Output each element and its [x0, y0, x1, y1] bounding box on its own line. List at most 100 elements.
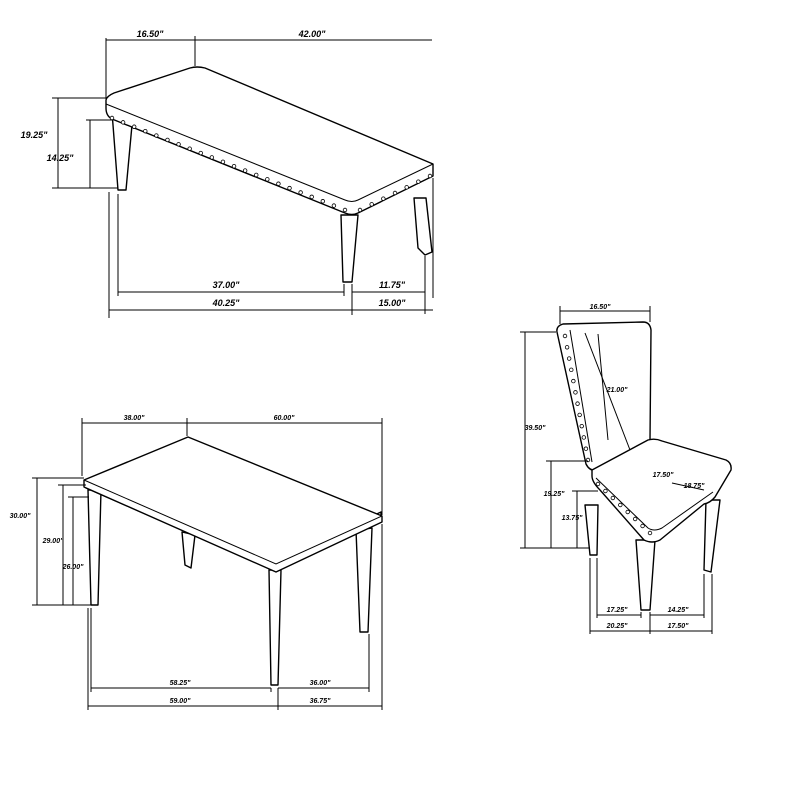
nailhead-stud	[562, 333, 568, 339]
nailhead-stud	[392, 190, 398, 196]
nailhead-stud	[276, 181, 281, 186]
nailhead-stud	[176, 142, 181, 147]
table-front-left-leg	[87, 489, 102, 606]
nailhead-stud	[573, 390, 578, 395]
chair-front-left-leg	[635, 539, 656, 611]
nailhead-stud	[187, 146, 192, 151]
table-top	[83, 436, 383, 573]
nailhead-stud	[640, 523, 645, 529]
table-back-left-leg	[181, 531, 196, 569]
bench-seat-height-label: 14.25"	[47, 153, 75, 163]
bench-dimensions: 16.50" 42.00" 19.25" 14.25" 37.00" 11.75…	[21, 29, 434, 318]
table-overall-height-label: 30.00"	[10, 513, 32, 520]
nailhead-stud	[298, 190, 303, 195]
chair-leg-inner-a-label: 17.25"	[607, 607, 629, 614]
nailhead-stud	[595, 481, 601, 487]
table-side-outer-label: 36.75"	[310, 698, 332, 705]
chair-seat-edge	[595, 477, 714, 531]
nailhead-stud	[254, 172, 259, 178]
chair-back-left-leg	[584, 504, 599, 556]
bench-side-outer-label: 15.00"	[379, 298, 407, 308]
nailhead-stud	[571, 378, 576, 384]
nailhead-stud	[331, 203, 337, 208]
nailhead-stud	[265, 177, 270, 182]
table-side-inner-label: 36.00"	[310, 680, 332, 687]
nailhead-stud	[357, 207, 363, 213]
nailhead-stud	[416, 179, 421, 184]
table-front-right-leg	[268, 569, 282, 686]
bench-overall-height-label: 19.25"	[21, 130, 49, 140]
nailhead-stud	[287, 185, 292, 191]
nailhead-stud	[575, 401, 580, 406]
nailhead-stud	[369, 202, 374, 207]
table-dimensions: 38.00" 60.00" 30.00" 29.00" 26.00" 58.25…	[10, 415, 383, 710]
chair-leg-outer-b-label: 17.50"	[668, 623, 690, 630]
chair-seat-inner-height-label: 13.75"	[562, 515, 584, 522]
chair-leg-inner-b-label: 14.25"	[668, 607, 690, 614]
table-drawing	[83, 436, 383, 686]
bench-front-leg	[340, 214, 359, 283]
table-leg-span-outer-label: 59.00"	[170, 698, 192, 705]
nailhead-stud	[120, 120, 126, 125]
bench-seat-edge	[105, 103, 434, 202]
nailhead-stud	[342, 207, 348, 213]
bench-studs	[109, 115, 433, 213]
bench-side-inner-label: 11.75"	[379, 280, 406, 290]
nailhead-stud	[231, 163, 237, 169]
chair-back-right-leg	[703, 499, 721, 573]
bench-seat	[105, 66, 434, 216]
nailhead-stud	[577, 412, 582, 418]
nailhead-stud	[220, 159, 226, 165]
bench-depth-label: 16.50"	[137, 29, 165, 39]
chair-leg-outer-a-label: 20.25"	[606, 623, 629, 630]
nailhead-stud	[566, 356, 572, 361]
nailhead-stud	[242, 168, 248, 173]
chair-backrest-side	[569, 329, 593, 463]
nailhead-stud	[581, 435, 587, 440]
nailhead-stud	[632, 516, 638, 522]
nailhead-stud	[618, 502, 623, 508]
table-leg-span-inner-label: 58.25"	[170, 680, 192, 687]
nailhead-stud	[309, 194, 314, 200]
table-apron-height-label: 29.00"	[42, 538, 65, 545]
chair-back-width-label: 16.50"	[590, 304, 612, 311]
bench-drawing	[105, 66, 434, 283]
bench-leg-span-inner-label: 37.00"	[213, 280, 241, 290]
table-leg-height-label: 26.00"	[62, 564, 85, 571]
nailhead-stud	[154, 133, 159, 138]
nailhead-stud	[143, 128, 148, 134]
chair-seat-height-label: 19.25"	[544, 491, 566, 498]
nailhead-stud	[610, 495, 616, 501]
nailhead-stud	[165, 137, 170, 143]
nailhead-stud	[427, 173, 433, 179]
nailhead-stud	[198, 150, 203, 156]
chair-dimensions: 16.50" 39.50" 19.25" 13.75" 21.00" 17.50…	[520, 304, 713, 634]
chair-drawing	[556, 321, 732, 611]
nailhead-stud	[647, 530, 653, 536]
nailhead-stud	[131, 124, 137, 129]
bench-length-label: 42.00"	[298, 29, 327, 39]
nailhead-stud	[404, 185, 409, 190]
chair-seat-width-label: 17.50"	[653, 472, 675, 479]
nailhead-stud	[209, 155, 215, 160]
table-top-edge	[83, 479, 383, 565]
table-depth-label: 38.00"	[124, 415, 146, 422]
nailhead-stud	[381, 196, 386, 201]
table-back-right-leg	[355, 527, 373, 633]
bench-right-leg	[413, 197, 433, 256]
table-length-label: 60.00"	[274, 415, 296, 422]
nailhead-stud	[579, 423, 584, 429]
nailhead-stud	[583, 446, 589, 451]
bench-leg-span-outer-label: 40.25"	[212, 298, 241, 308]
nailhead-stud	[320, 199, 326, 204]
nailhead-stud	[109, 115, 115, 121]
nailhead-stud	[603, 488, 608, 494]
chair-back-height-label: 21.00"	[606, 387, 629, 394]
chair-overall-height-label: 39.50"	[525, 425, 547, 432]
chair-studs	[562, 333, 653, 536]
nailhead-stud	[564, 345, 570, 350]
chair-seat	[591, 438, 732, 543]
chair-backrest-seam	[597, 333, 609, 441]
nailhead-stud	[569, 367, 574, 373]
